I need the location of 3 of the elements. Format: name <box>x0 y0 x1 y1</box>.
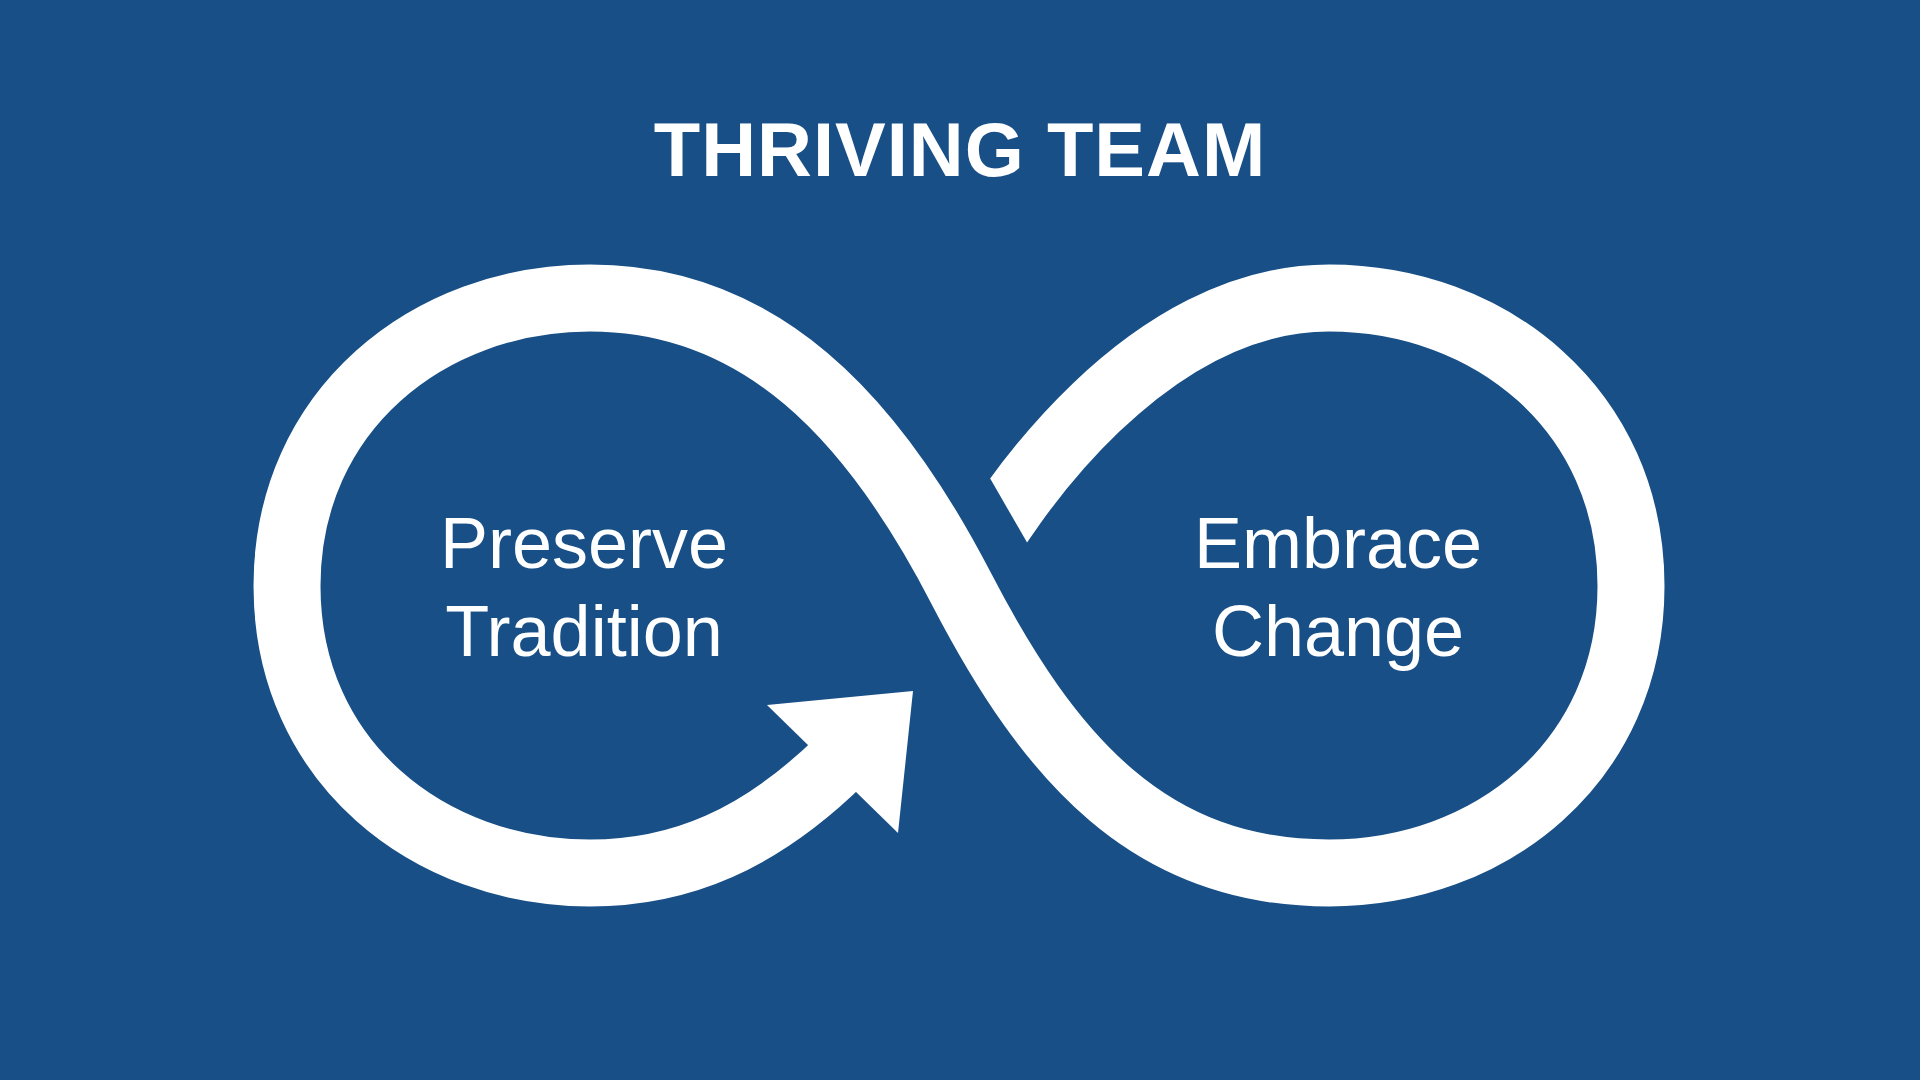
loop-text: Embrace Change <box>1192 502 1484 673</box>
title: THRIVING TEAM <box>653 112 1267 188</box>
loop-text: Preserve Tradition <box>438 502 730 673</box>
